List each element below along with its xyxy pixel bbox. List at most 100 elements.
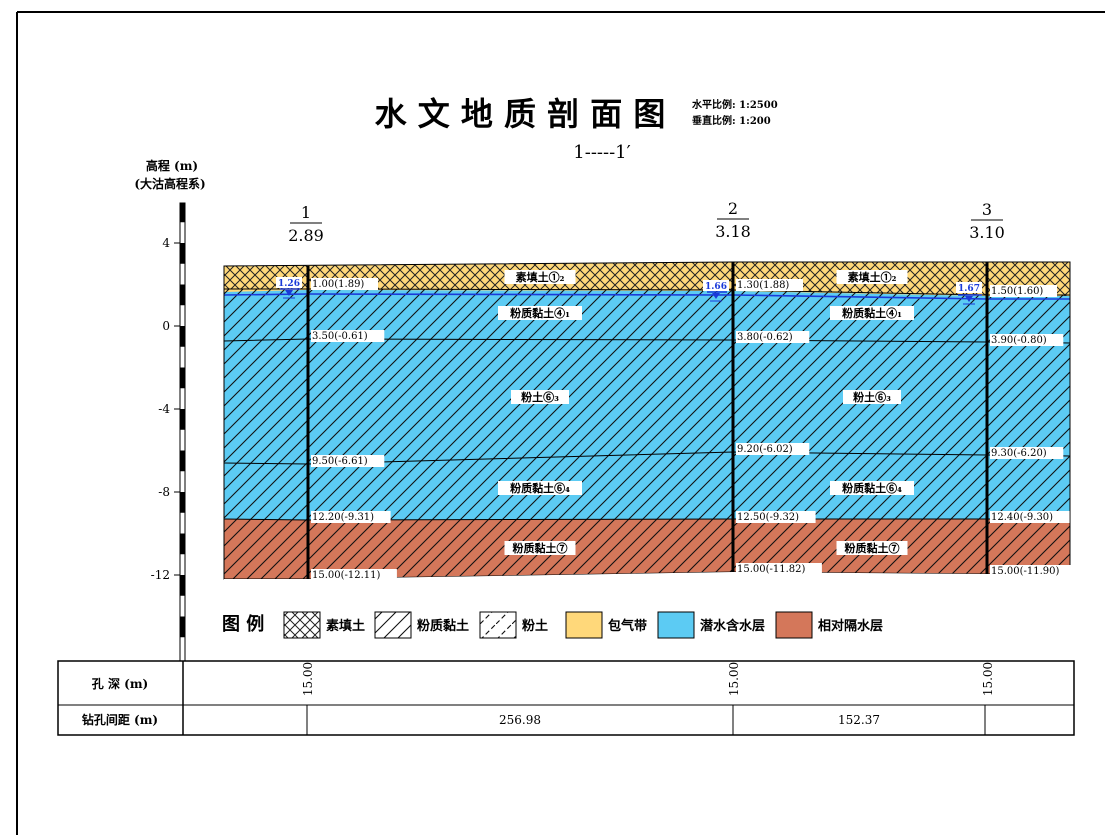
stratum-label-bg bbox=[836, 270, 908, 284]
depth-label-bg bbox=[311, 330, 385, 342]
scale-block bbox=[180, 575, 185, 596]
stratum-label: 粉质黏土⑥₄ bbox=[842, 481, 902, 495]
borehole-number-2: 2 bbox=[728, 199, 738, 218]
scale-block bbox=[180, 533, 185, 555]
table-depth-label: 孔 深 (m) bbox=[92, 676, 148, 691]
legend-item-silt: 粉土 bbox=[479, 611, 548, 639]
stratum-label: 粉质黏土⑦ bbox=[513, 541, 568, 555]
stratum-label: 素填土①₂ bbox=[516, 270, 565, 284]
svg-text:粉土: 粉土 bbox=[522, 618, 548, 634]
borehole-elevation-3: 3.10 bbox=[969, 223, 1005, 242]
svg-text:1.66: 1.66 bbox=[705, 282, 727, 292]
depth-label-bg bbox=[311, 455, 385, 467]
stratum-label: 粉质黏土⑦ bbox=[845, 541, 900, 555]
water-level-mark-2: 1.66 bbox=[703, 280, 729, 302]
dashed-diagonal-swatch bbox=[479, 611, 517, 639]
depth-label-bg bbox=[311, 278, 378, 290]
depth-label: 1.00(1.89) bbox=[312, 279, 364, 290]
scale-block bbox=[180, 203, 185, 223]
depth-cell-2: 15.00 bbox=[727, 662, 741, 696]
depth-label-bg bbox=[311, 569, 397, 581]
svg-text:1.67: 1.67 bbox=[958, 284, 980, 294]
borehole-number-1: 1 bbox=[301, 203, 311, 222]
depth-label-bg bbox=[990, 334, 1064, 346]
legend-item-aquitard: 相对隔水层 bbox=[775, 611, 883, 639]
scale-block bbox=[180, 367, 185, 389]
section-label: 1-----1′ bbox=[573, 142, 630, 163]
borehole-elevation-2: 3.18 bbox=[715, 222, 751, 241]
svg-text:粉质黏土: 粉质黏土 bbox=[417, 618, 469, 634]
stratum-label: 素填土①₂ bbox=[848, 270, 897, 284]
depth-label-bg bbox=[736, 563, 822, 575]
section-bottom-mask bbox=[224, 572, 1070, 586]
scale-block bbox=[180, 450, 185, 472]
depth-label-bg bbox=[990, 285, 1057, 297]
depth-label: 12.20(-9.31) bbox=[312, 512, 374, 523]
scale-block bbox=[180, 492, 185, 513]
depth-label-bg bbox=[736, 279, 803, 291]
axis-tick-label: -8 bbox=[158, 485, 170, 499]
scale-bar-blocks bbox=[180, 203, 185, 638]
svg-text:素填土: 素填土 bbox=[326, 618, 365, 634]
axis-tick-label: -4 bbox=[158, 402, 170, 416]
borehole-labels: 1.00(1.89)3.50(-0.61)9.50(-6.61)12.20(-9… bbox=[311, 278, 1076, 581]
borehole-elevation-1: 2.89 bbox=[288, 226, 324, 245]
stratum-label-bg bbox=[843, 390, 901, 404]
scale-block bbox=[180, 409, 185, 430]
axis-tick-label: 0 bbox=[162, 319, 170, 333]
depth-label: 3.90(-0.80) bbox=[991, 335, 1047, 346]
svg-text:潜水含水层: 潜水含水层 bbox=[700, 618, 765, 634]
stratum-label-bg bbox=[498, 481, 582, 495]
axis-datum: (大沽高程系) bbox=[134, 176, 205, 191]
borehole-table: 孔 深 (m) 钻孔间距 (m) 15.00 15.00 15.00 256.9… bbox=[57, 660, 1075, 736]
vertical-scale: 垂直比例: 1:200 bbox=[692, 114, 771, 127]
depth-cell-3: 15.00 bbox=[981, 662, 995, 696]
scale-block bbox=[180, 616, 185, 638]
legend-item-aquifer: 潜水含水层 bbox=[657, 611, 765, 639]
depth-label: 3.80(-0.62) bbox=[737, 332, 793, 343]
legend-item-silty-clay: 粉质黏土 bbox=[374, 611, 469, 639]
axis-title: 高程 (m) bbox=[146, 158, 198, 173]
spacing-cell-1: 256.98 bbox=[499, 713, 541, 727]
axis-tick-label: -12 bbox=[151, 568, 170, 582]
drawing-title: 水 文 地 质 剖 面 图 bbox=[375, 95, 666, 133]
stratum-label-bg bbox=[504, 270, 576, 284]
water-level-mark-1: 1.26 bbox=[276, 277, 302, 299]
stratum-label-bg bbox=[830, 481, 914, 495]
depth-label-bg bbox=[311, 511, 391, 523]
svg-text:1.26: 1.26 bbox=[278, 279, 300, 289]
scale-block bbox=[180, 284, 185, 306]
stratum-label-bg bbox=[498, 306, 582, 320]
depth-label-bg bbox=[736, 443, 810, 455]
depth-label: 9.50(-6.61) bbox=[312, 456, 368, 467]
depth-label: 12.40(-9.30) bbox=[991, 512, 1053, 523]
stratum-label-bg bbox=[836, 541, 908, 555]
section-body bbox=[224, 262, 1070, 585]
scale-block bbox=[180, 326, 185, 347]
legend-item-vadose: 包气带 bbox=[565, 611, 647, 639]
stratum-label: 粉质黏土⑥₄ bbox=[510, 481, 570, 495]
vadose-swatch bbox=[565, 611, 603, 639]
svg-text:相对隔水层: 相对隔水层 bbox=[818, 618, 883, 634]
aquifer-swatch bbox=[657, 611, 695, 639]
stratum-labels: 素填土①₂ 素填土①₂ 粉质黏土④₁ 粉质黏土④₁ 粉土⑥₃ 粉土⑥₃ 粉质黏土⑥₄ 粉质黏土… bbox=[498, 270, 914, 555]
water-level-mark-3: 1.67 bbox=[956, 282, 982, 305]
depth-label-bg bbox=[990, 511, 1070, 523]
scale-block bbox=[180, 243, 185, 264]
depth-label: 9.30(-6.20) bbox=[991, 448, 1047, 459]
axis-ticks: 4 0 -4 -8 -12 bbox=[151, 236, 180, 582]
diagonal-swatch bbox=[374, 611, 412, 639]
stratum-label: 粉质黏土④₁ bbox=[842, 306, 902, 320]
crosshatch-swatch bbox=[283, 611, 321, 639]
spacing-cell-2: 152.37 bbox=[838, 713, 880, 727]
depth-label: 1.50(1.60) bbox=[991, 286, 1043, 297]
stratum-label: 粉土⑥₃ bbox=[853, 390, 891, 404]
depth-label: 9.20(-6.02) bbox=[737, 444, 793, 455]
stratum-label: 粉质黏土④₁ bbox=[510, 306, 570, 320]
legend-title: 图 例 bbox=[222, 613, 264, 635]
axis-tick-label: 4 bbox=[162, 236, 170, 250]
depth-label-bg bbox=[990, 565, 1076, 577]
stratum-label: 粉土⑥₃ bbox=[521, 390, 559, 404]
depth-cell-1: 15.00 bbox=[301, 662, 315, 696]
